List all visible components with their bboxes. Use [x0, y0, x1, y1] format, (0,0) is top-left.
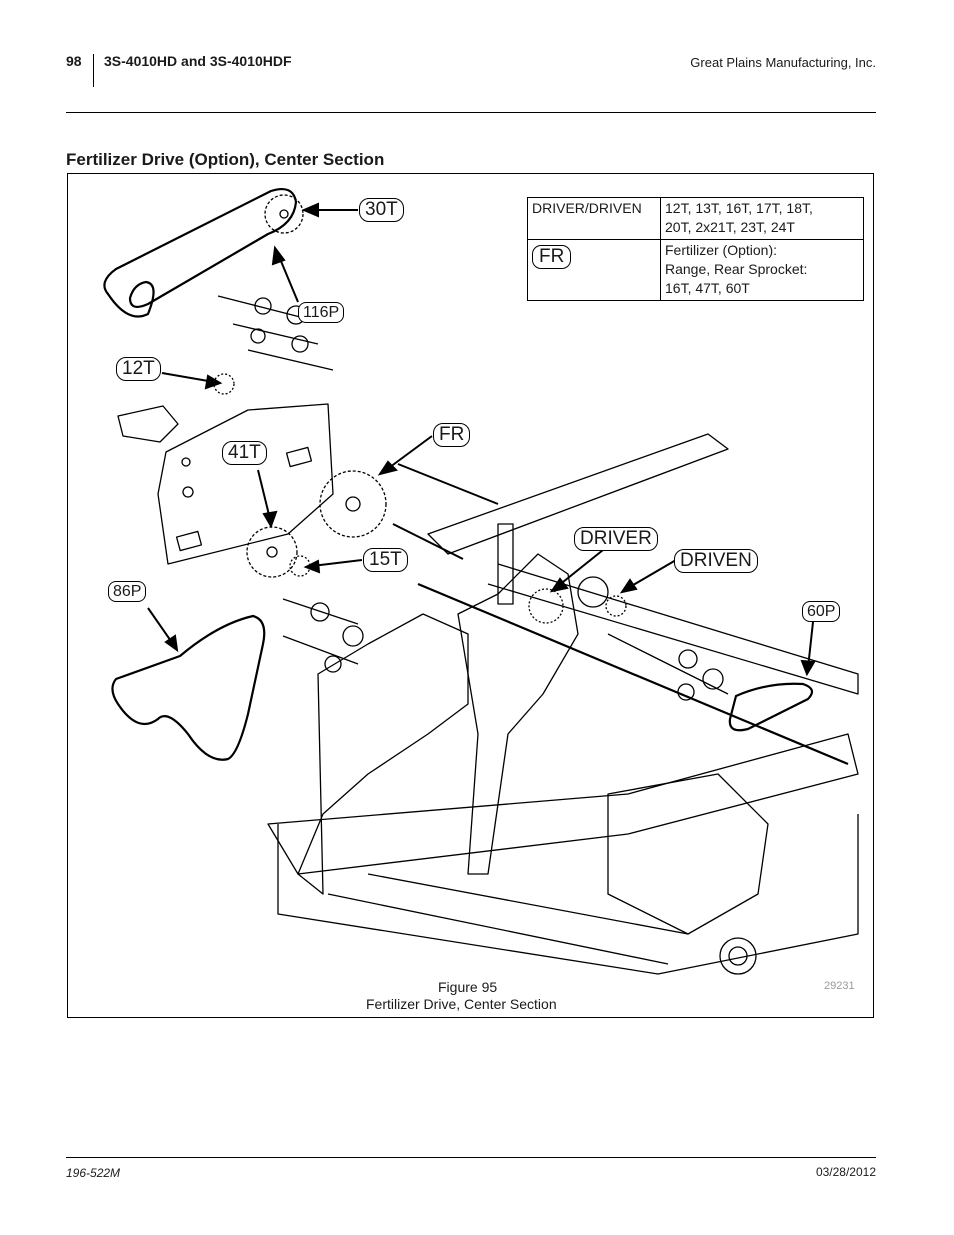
sprocket-41t: [246, 526, 298, 578]
callout-41t: 41T: [222, 441, 267, 465]
chain-86p: [111, 614, 266, 761]
callout-driver: DRIVER: [574, 527, 658, 551]
figure-frame: [67, 173, 874, 1018]
driver-driven-spec-table: DRIVER/DRIVEN 12T, 13T, 16T, 17T, 18T, 2…: [527, 197, 864, 301]
table-cell-driver-driven: DRIVER/DRIVEN: [527, 197, 661, 240]
sprocket-30t: [264, 194, 304, 234]
sprocket-sizes-line-2: 20T, 2x21T, 23T, 24T: [665, 219, 795, 235]
footer-rule: [66, 1157, 876, 1158]
callout-15t: 15T: [363, 548, 408, 572]
table-cell-fr-label: FR: [527, 239, 661, 301]
fertilizer-line-3: 16T, 47T, 60T: [665, 280, 750, 296]
figure-number: Figure 95: [438, 979, 498, 995]
doc-number: 196-522M: [66, 1166, 121, 1180]
callout-12t: 12T: [116, 357, 161, 381]
fertilizer-line-2: Range, Rear Sprocket:: [665, 261, 808, 277]
callout-116p: 116P: [298, 302, 345, 323]
company-name: Great Plains Manufacturing, Inc.: [690, 55, 876, 70]
doc-date: 03/28/2012: [815, 1165, 876, 1179]
callout-60p: 60P: [802, 601, 841, 622]
callout-86p: 86P: [108, 581, 147, 602]
header-rule: [66, 112, 876, 113]
sprocket-fr: [319, 470, 387, 538]
model-title: 3S-4010HD and 3S-4010HDF: [104, 53, 292, 69]
header-divider: [93, 54, 94, 87]
fertilizer-line-1: Fertilizer (Option):: [665, 242, 778, 258]
page-number: 98: [66, 53, 82, 69]
section-title: Fertilizer Drive (Option), Center Sectio…: [66, 150, 385, 169]
callout-driven: DRIVEN: [674, 549, 758, 573]
exploded-parts-drawing: [103, 187, 859, 975]
table-row: DRIVER/DRIVEN 12T, 13T, 16T, 17T, 18T, 2…: [527, 197, 864, 240]
figure-caption: Fertilizer Drive, Center Section: [366, 996, 557, 1012]
callout-fr: FR: [433, 423, 471, 447]
figure-id: 29231: [824, 980, 855, 992]
table-cell-sprocket-sizes: 12T, 13T, 16T, 17T, 18T, 20T, 2x21T, 23T…: [660, 197, 864, 240]
sprocket-12t: [213, 373, 235, 395]
fr-pill-label: FR: [532, 245, 572, 269]
sprocket-sizes-line-1: 12T, 13T, 16T, 17T, 18T,: [665, 200, 813, 216]
table-cell-fertilizer-range: Fertilizer (Option): Range, Rear Sprocke…: [660, 239, 864, 301]
callout-30t: 30T: [359, 198, 404, 222]
sprocket-driven: [577, 576, 609, 608]
table-row: FR Fertilizer (Option): Range, Rear Spro…: [527, 239, 864, 301]
chain-60p: [728, 682, 814, 732]
sprocket-driver: [528, 588, 564, 624]
chain-116p: [103, 187, 298, 318]
